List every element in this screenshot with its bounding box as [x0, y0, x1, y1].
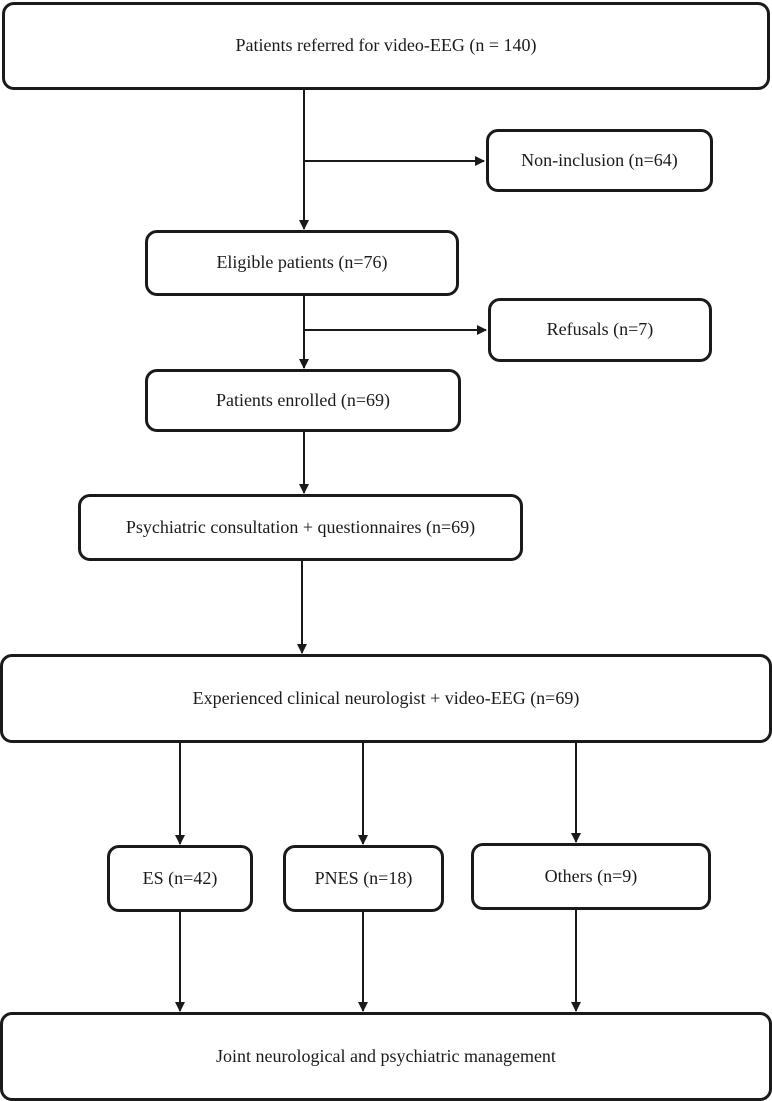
node-non-inclusion-label: Non-inclusion (n=64) [521, 149, 678, 170]
node-enrolled-label: Patients enrolled (n=69) [215, 389, 391, 410]
node-refusals: Refusals (n=7) [488, 298, 712, 362]
node-neurologist: Experienced clinical neurologist + video… [0, 654, 772, 743]
node-es-label: ES (n=42) [142, 867, 218, 888]
node-others: Others (n=9) [471, 843, 711, 910]
node-others-label: Others (n=9) [544, 865, 638, 886]
node-neurologist-label: Experienced clinical neurologist + video… [192, 687, 580, 708]
node-psychiatric-label: Psychiatric consultation + questionnaire… [125, 516, 476, 537]
node-eligible: Eligible patients (n=76) [145, 230, 459, 296]
node-eligible-label: Eligible patients (n=76) [216, 252, 388, 273]
node-joint-label: Joint neurological and psychiatric manag… [216, 1045, 556, 1066]
node-referred-label: Patients referred for video-EEG (n = 140… [235, 35, 537, 56]
node-referred: Patients referred for video-EEG (n = 140… [2, 2, 770, 90]
node-psychiatric: Psychiatric consultation + questionnaire… [78, 494, 523, 561]
node-es: ES (n=42) [107, 845, 253, 912]
node-enrolled: Patients enrolled (n=69) [145, 369, 461, 432]
node-refusals-label: Refusals (n=7) [546, 319, 654, 340]
node-pnes: PNES (n=18) [283, 845, 444, 912]
node-joint: Joint neurological and psychiatric manag… [0, 1012, 772, 1101]
node-non-inclusion: Non-inclusion (n=64) [486, 129, 713, 192]
node-pnes-label: PNES (n=18) [314, 867, 413, 888]
